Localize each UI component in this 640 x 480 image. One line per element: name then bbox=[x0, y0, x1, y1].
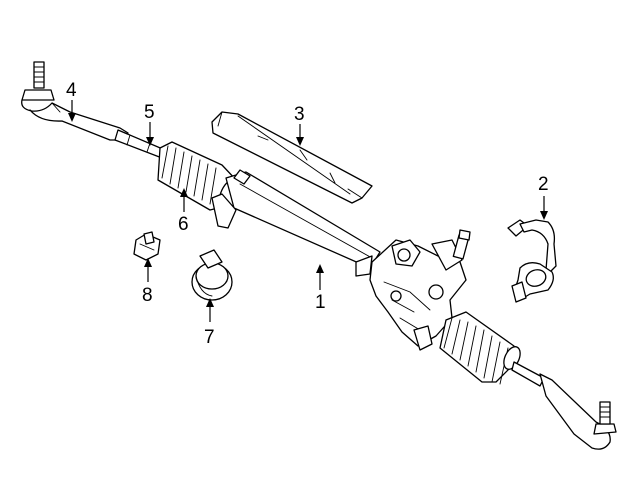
callout-1: 1 bbox=[315, 292, 326, 313]
heat-shield-part bbox=[211, 111, 373, 204]
outer-tie-rod-left bbox=[21, 61, 129, 141]
callout-7: 7 bbox=[204, 327, 215, 348]
clamp-small-part bbox=[133, 231, 161, 261]
inner-tie-rod-left bbox=[114, 129, 166, 159]
callout-3: 3 bbox=[294, 104, 305, 125]
sensor-part bbox=[507, 219, 557, 303]
callout-arrows bbox=[68, 100, 548, 322]
valve-body bbox=[369, 229, 471, 351]
clamp-part bbox=[191, 249, 233, 301]
callout-2: 2 bbox=[538, 174, 549, 195]
callout-4: 4 bbox=[66, 80, 77, 101]
callout-8: 8 bbox=[142, 285, 153, 306]
rack-housing bbox=[211, 169, 381, 277]
outer-tie-rod-right bbox=[511, 361, 617, 450]
callout-6: 6 bbox=[178, 214, 189, 235]
boot-right bbox=[439, 311, 521, 385]
callout-5: 5 bbox=[144, 102, 155, 123]
